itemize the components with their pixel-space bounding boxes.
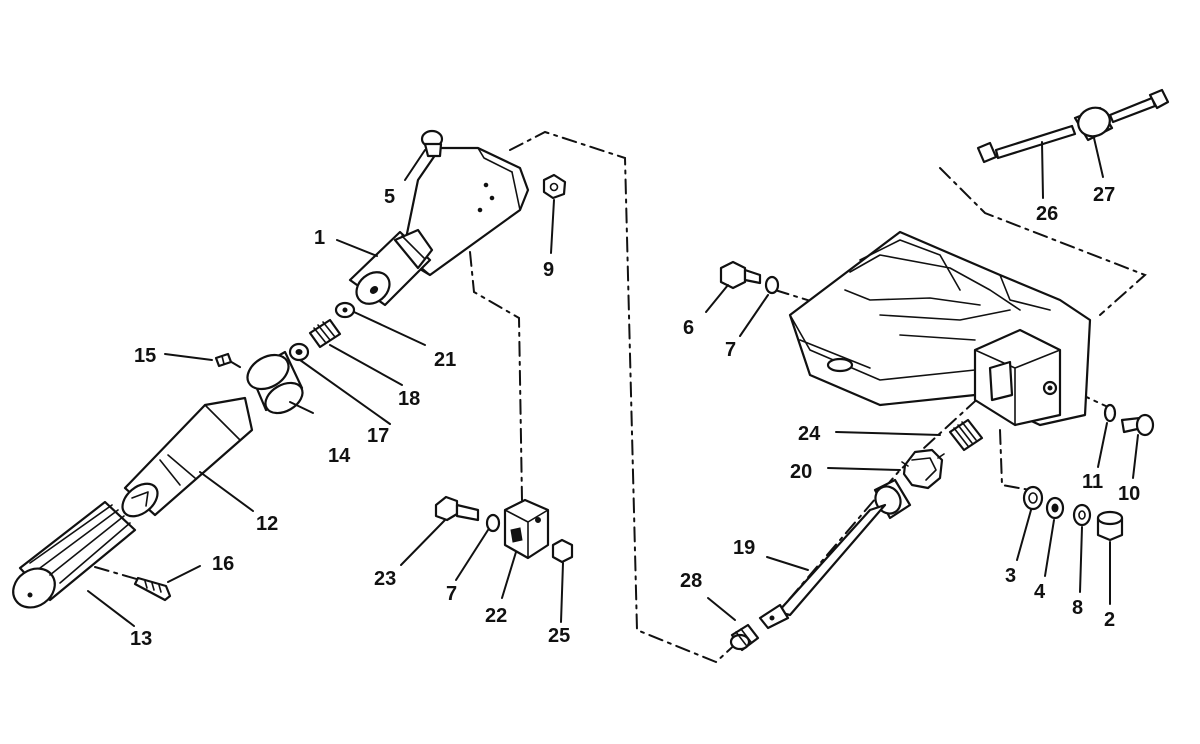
callout-24: 24 [798, 423, 821, 445]
part-24-spring [948, 418, 984, 452]
callout-2: 2 [1104, 609, 1115, 631]
part-7-washer-left [485, 513, 501, 533]
part-5-cap [420, 129, 444, 158]
callout-22: 22 [485, 605, 507, 627]
callout-10: 10 [1118, 483, 1140, 505]
callout-5: 5 [384, 186, 395, 208]
callout-20: 20 [790, 461, 812, 483]
callout-3: 3 [1005, 565, 1016, 587]
callout-4: 4 [1034, 581, 1046, 603]
callout-11: 11 [1082, 471, 1103, 493]
part-27-cable [976, 88, 1170, 164]
callout-8: 8 [1072, 597, 1083, 619]
callout-18: 18 [398, 388, 420, 410]
callout-9: 9 [543, 259, 554, 281]
part-21-washer [334, 301, 356, 319]
part-tiller-arm [348, 146, 530, 307]
part-14-ring [246, 350, 304, 415]
swivel-bracket [788, 230, 1092, 427]
part-15-screw [214, 352, 233, 368]
callout-19: 19 [733, 537, 755, 559]
part-23-bolt [434, 495, 480, 522]
callout-7b: 7 [446, 583, 457, 605]
part-13-handle-grip [12, 500, 137, 609]
part-3-washer [1022, 485, 1044, 511]
part-22-block [503, 498, 550, 560]
part-2-knob [1096, 510, 1124, 542]
callout-27: 27 [1093, 184, 1115, 206]
part-20-gear [901, 448, 945, 490]
part-7-washer-right [764, 275, 780, 295]
callout-labels: 1 2 3 4 5 6 7 7 8 9 10 11 12 13 14 15 16… [130, 184, 1140, 650]
callout-7a: 7 [725, 339, 736, 361]
callout-25: 25 [548, 625, 570, 647]
part-6-bolt [719, 260, 762, 290]
part-4-washer [1045, 496, 1065, 520]
part-25-nut [551, 538, 574, 564]
part-12-grip-shell [121, 396, 254, 518]
part-10-screw [1120, 413, 1155, 437]
callout-26: 26 [1036, 203, 1058, 225]
part-19-shaft [758, 478, 912, 630]
callout-13: 13 [130, 628, 152, 650]
part-8-washer [1072, 503, 1092, 527]
callout-21: 21 [434, 349, 456, 371]
part-18-spring [308, 318, 342, 349]
part-17-washer [288, 342, 310, 362]
callout-17: 17 [367, 425, 389, 447]
callout-28: 28 [680, 570, 702, 592]
part-9-nut [542, 173, 567, 200]
callout-16: 16 [212, 553, 234, 575]
part-11-washer [1103, 403, 1117, 423]
callout-14: 14 [328, 445, 351, 467]
callout-12: 12 [256, 513, 278, 535]
part-16-screw [133, 576, 172, 602]
callout-1: 1 [314, 227, 325, 249]
leader-lines [87, 137, 1139, 627]
part-28-fitting [729, 623, 760, 652]
callout-23: 23 [374, 568, 396, 590]
callout-15: 15 [134, 345, 156, 367]
callout-6: 6 [683, 317, 694, 339]
